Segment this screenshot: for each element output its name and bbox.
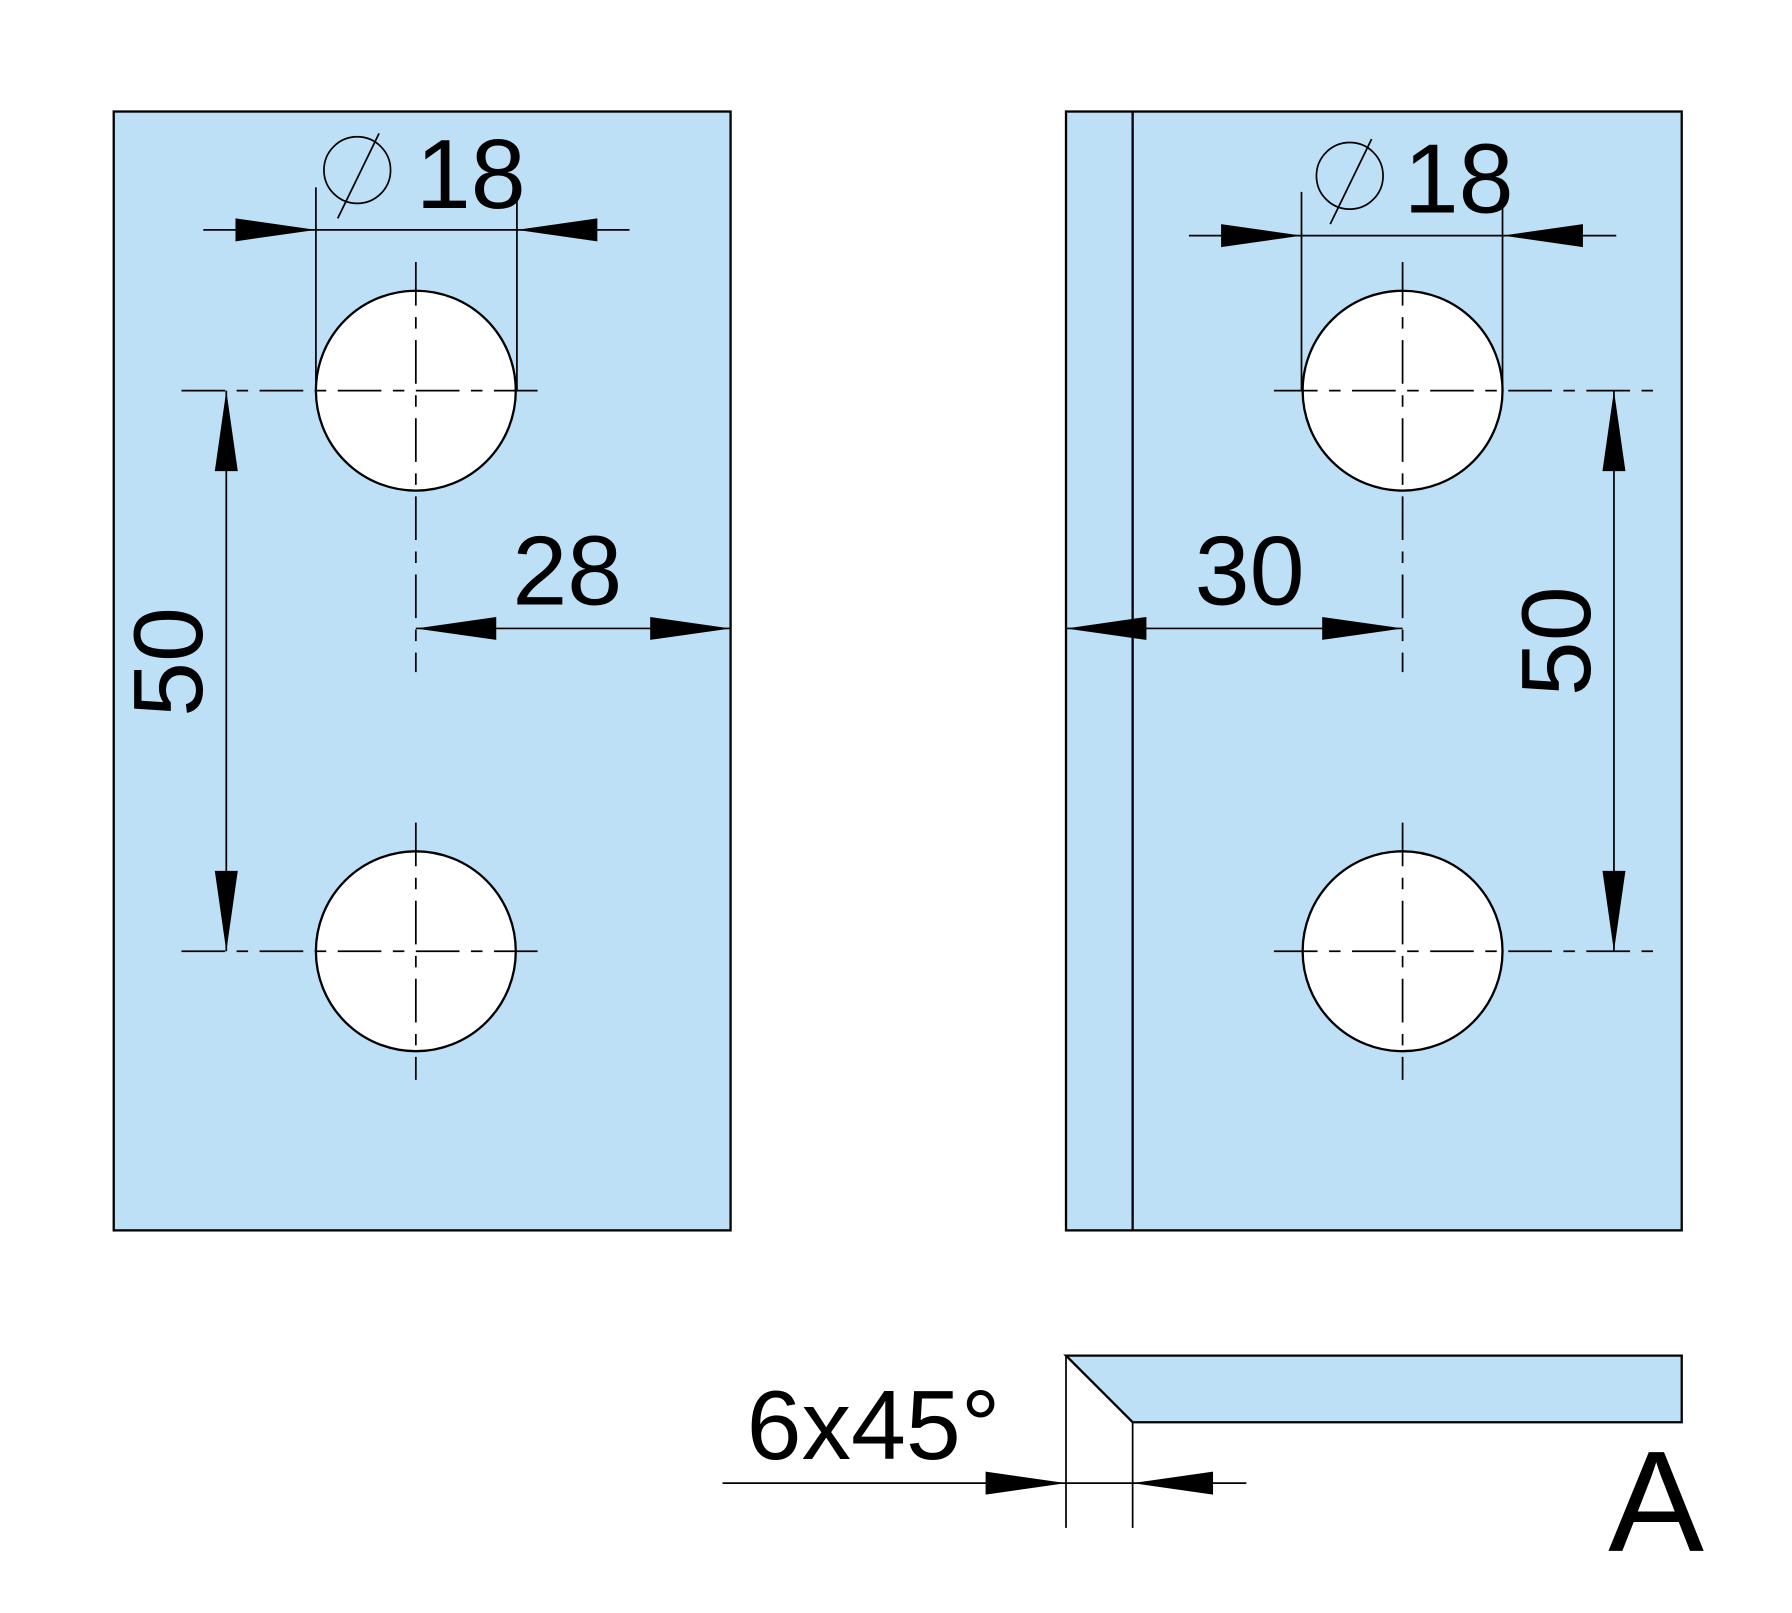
right-spacing-value: 50 (1501, 586, 1611, 696)
left-diameter-value: 18 (416, 119, 526, 229)
right-diameter-value: 18 (1404, 124, 1514, 234)
right-diameter-dimension: 18 (1188, 124, 1617, 391)
diameter-symbol-icon (1315, 138, 1384, 225)
left-spacing-value: 50 (113, 607, 223, 717)
view-label: A (1608, 1422, 1704, 1582)
chamfer-value: 6x45° (747, 1370, 1001, 1480)
left-edge-value: 28 (512, 515, 622, 625)
left-edge-dimension: 28 (415, 515, 731, 640)
diameter-symbol-icon (323, 132, 392, 219)
side-view: 6x45° A (722, 1354, 1704, 1582)
right-spacing-dimension: 50 (1501, 390, 1626, 952)
left-plate-view: 18 50 28 (112, 110, 732, 1232)
right-plate-view: 18 50 30 (1064, 110, 1683, 1232)
side-profile (1063, 1354, 1683, 1424)
left-diameter-dimension: 18 (203, 119, 630, 391)
right-edge-dimension: 30 (1066, 515, 1403, 640)
right-edge-value: 30 (1195, 515, 1305, 625)
left-spacing-dimension: 50 (113, 390, 238, 952)
